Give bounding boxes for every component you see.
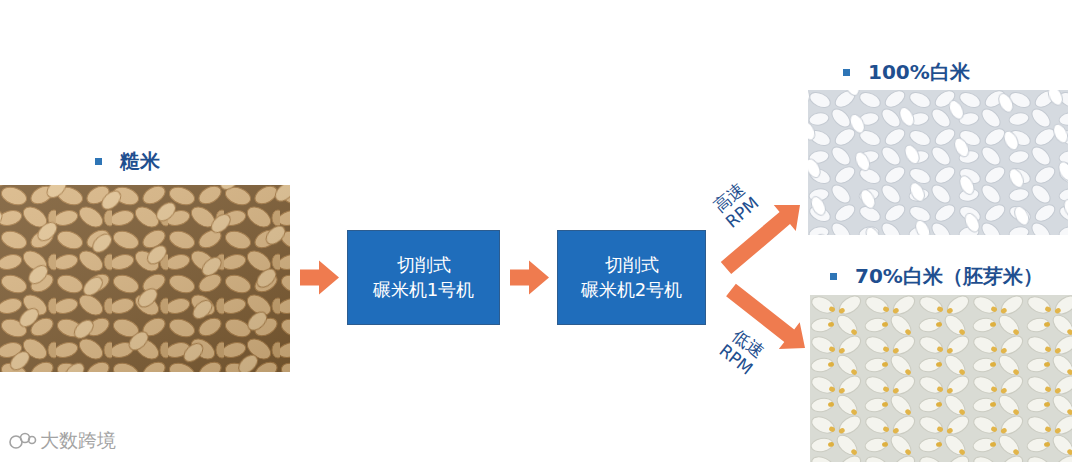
photo-heading: 糙米 — [95, 149, 160, 173]
germ-rice-photo — [810, 295, 1072, 462]
photo-heading: 70%白米（胚芽米） — [830, 264, 1043, 288]
bullet-square — [830, 273, 837, 280]
box-text: 切削式 碾米机2号机 — [568, 253, 695, 302]
brown-rice-photo — [0, 185, 290, 372]
photo-heading: 100%白米 — [843, 60, 970, 84]
speed-label: 低速 RPM — [706, 317, 779, 387]
rice-photo-node: 70%白米（胚芽米） — [810, 260, 1072, 462]
flow-arrow — [300, 261, 339, 295]
white-rice-photo — [808, 90, 1068, 235]
process-box: 切削式 碾米机1号机 — [347, 230, 500, 325]
speed-label: 高速 RPM — [699, 169, 772, 239]
flow-arrow — [510, 261, 549, 295]
heading-text: 糙米 — [120, 149, 160, 173]
watermark-logo — [8, 430, 38, 452]
bullet-square — [843, 69, 850, 76]
process-box: 切削式 碾米机2号机 — [557, 230, 706, 325]
bullet-square — [95, 158, 102, 165]
heading-text: 100%白米 — [868, 60, 970, 84]
rice-photo-node: 糙米 — [0, 145, 290, 372]
rice-photo-node: 100%白米 — [808, 58, 1068, 235]
watermark-text: 大数跨境 — [40, 428, 116, 454]
heading-text: 70%白米（胚芽米） — [855, 264, 1043, 288]
box-text: 切削式 碾米机1号机 — [358, 253, 489, 302]
